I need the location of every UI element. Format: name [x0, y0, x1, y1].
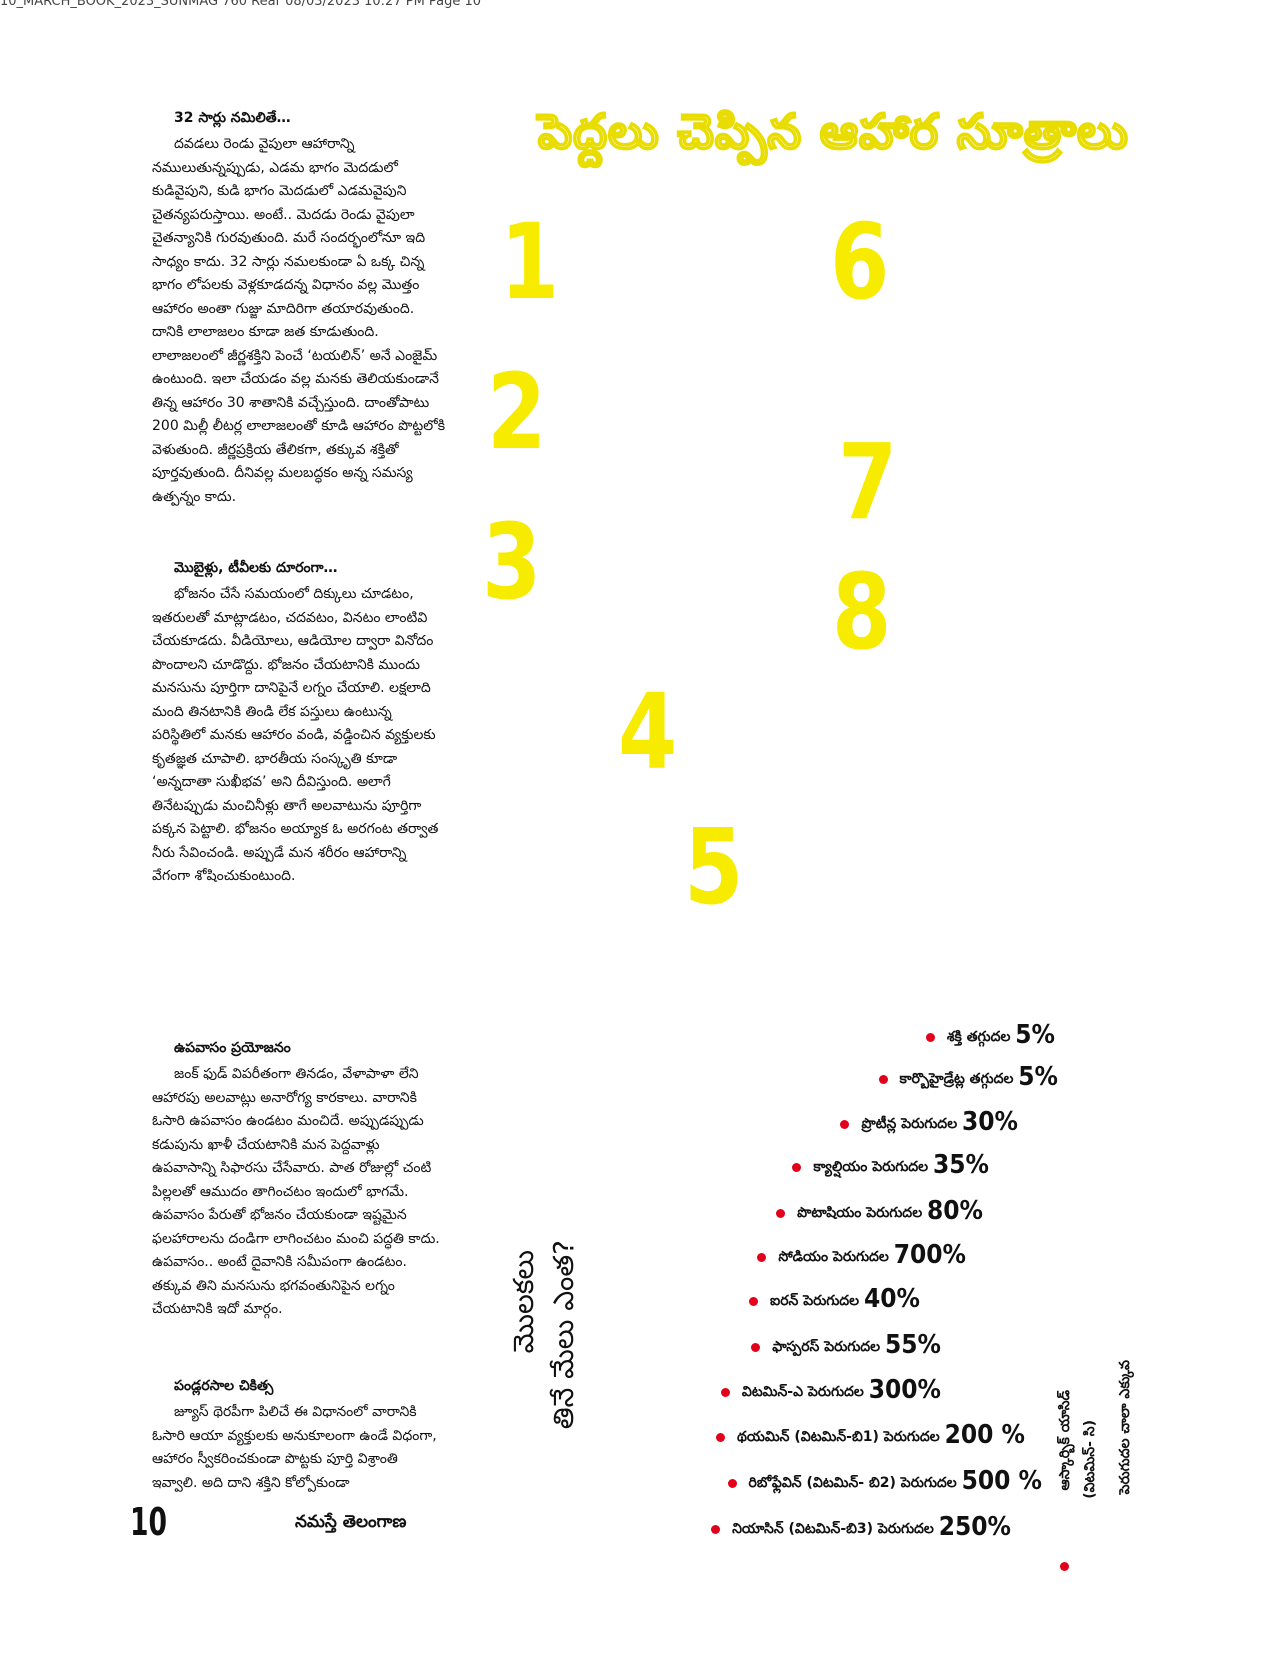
stat-value: 700% [893, 1240, 966, 1270]
stat-label: క్యాల్షియం పెరుగుదల [813, 1159, 929, 1175]
section-body: జ్యూస్ థెరపీగా పిలిచే ఈ విధానంలో వారానిక… [152, 1401, 447, 1495]
bullet-icon [840, 1119, 850, 1129]
section-body: దవడలు రెండు వైపులా ఆహారాన్ని నములుతున్నప… [152, 133, 447, 509]
section-heading: పండ్లరసాల చికిత్స [174, 1378, 274, 1394]
stat-label: కార్బొహైడ్రేట్ల తగ్గుదల [899, 1071, 1014, 1087]
stat-label: విటమిన్-ఎ పెరుగుదల [741, 1384, 864, 1400]
number-6: 6 [830, 201, 890, 323]
bullet-icon [1060, 1562, 1069, 1571]
stat-label: ఐరన్ పెరుగుదల [770, 1293, 860, 1309]
number-1: 1 [500, 201, 560, 323]
bullet-icon [711, 1524, 721, 1534]
bullet-icon [749, 1296, 759, 1306]
bullet-icon [776, 1208, 786, 1218]
section-body-text: జంక్ ఫుడ్ విపరీతంగా తినడం, వేళాపాళా లేని… [152, 1066, 440, 1317]
stat-value: 5% [1018, 1062, 1058, 1092]
stat-label: పొటాషియం పెరుగుదల [797, 1205, 923, 1221]
vertical-title-line-1: మొలకలు [507, 1250, 540, 1354]
stat-value: 55% [885, 1330, 941, 1360]
bullet-icon [878, 1074, 888, 1084]
stat-row: కార్బొహైడ్రేట్ల తగ్గుదల 5% [878, 1062, 1058, 1092]
bullet-icon [715, 1432, 725, 1442]
stat-label: థయమిన్ (విటమిన్-బి1) పెరుగుదల [736, 1429, 940, 1445]
stat-row: ఐరన్ పెరుగుదల 40% [749, 1284, 920, 1314]
stat-value: 250% [938, 1512, 1011, 1542]
bullet-icon [925, 1032, 935, 1042]
stat-row: రిబోఫ్లేవిన్ (విటమిన్- బి2) పెరుగుదల 500… [727, 1466, 1042, 1496]
stat-row: క్యాల్షియం పెరుగుదల 35% [792, 1150, 989, 1180]
stat-value: 30% [962, 1107, 1018, 1137]
stat-value: 300% [868, 1375, 941, 1405]
stat-row: థయమిన్ (విటమిన్-బి1) పెరుగుదల 200 % [715, 1420, 1025, 1450]
page-number: 10 [130, 1500, 168, 1544]
section-heading: 32 సార్లు నమిలితే… [174, 110, 291, 126]
print-slug: 10_MARCH_BOOK_2023_SUNMAG 760 Rear 08/03… [0, 0, 482, 9]
bullet-icon [720, 1387, 730, 1397]
stat-row: ప్రొటీన్ల పెరుగుదల 30% [840, 1107, 1018, 1137]
stat-label: ప్రొటీన్ల పెరుగుదల [861, 1116, 958, 1132]
number-2: 2 [487, 351, 547, 473]
stat-value: 500 % [961, 1466, 1042, 1496]
stat-label: ఫాస్పరస్ పెరుగుదల [772, 1339, 881, 1355]
bullet-icon [727, 1478, 737, 1488]
stat-label: సోడియం పెరుగుదల [778, 1249, 889, 1265]
section-body: జంక్ ఫుడ్ విపరీతంగా తినడం, వేళాపాళా లేని… [152, 1063, 447, 1322]
section-heading: మొబైళ్లు, టీవీలకు దూరంగా… [174, 560, 338, 576]
bullet-icon [751, 1342, 761, 1352]
number-4: 4 [618, 671, 678, 793]
vertical-note-2: (విటమిన్- సి) [1082, 1420, 1098, 1499]
stat-value: 80% [927, 1196, 983, 1226]
bullet-icon [792, 1162, 802, 1172]
section-screens: మొబైళ్లు, టీవీలకు దూరంగా… భోజనం చేసే సమయ… [152, 560, 447, 889]
number-5: 5 [684, 806, 744, 928]
section-body-text: దవడలు రెండు వైపులా ఆహారాన్ని నములుతున్నప… [152, 136, 446, 505]
stat-row: విటమిన్-ఎ పెరుగుదల 300% [720, 1375, 941, 1405]
section-heading: ఉపవాసం ప్రయోజనం [174, 1040, 291, 1056]
vertical-note-1: ఆస్కార్బిక్ యాసిడ్ [1057, 1390, 1073, 1491]
page-title: పెద్దలు చెప్పిన ఆహార సూత్రాలు [537, 103, 1129, 161]
section-chewing: 32 సార్లు నమిలితే… దవడలు రెండు వైపులా ఆహ… [152, 110, 447, 509]
stat-label: రిబోఫ్లేవిన్ (విటమిన్- బి2) పెరుగుదల [748, 1475, 957, 1491]
section-body-text: జ్యూస్ థెరపీగా పిలిచే ఈ విధానంలో వారానిక… [152, 1404, 437, 1491]
number-3: 3 [482, 501, 542, 623]
publication-brand: నమస్తే తెలంగాణ [295, 1512, 407, 1532]
stat-value: 40% [864, 1284, 920, 1314]
stat-label: నియాసిన్ (విటమిన్-బి3) పెరుగుదల [732, 1521, 934, 1537]
section-body: భోజనం చేసే సమయంలో దిక్కులు చూడటం, ఇతరులత… [152, 583, 442, 889]
stat-value: 5% [1015, 1020, 1055, 1050]
number-8: 8 [832, 551, 892, 673]
stat-value: 200 % [944, 1420, 1025, 1450]
vertical-title-line-2: తినే మేలు ఎంత? [547, 1240, 580, 1430]
number-7: 7 [838, 421, 898, 543]
stat-row: ఫాస్పరస్ పెరుగుదల 55% [751, 1330, 941, 1360]
section-juice: పండ్లరసాల చికిత్స జ్యూస్ థెరపీగా పిలిచే … [152, 1378, 447, 1495]
stat-label: శక్తి తగ్గుదల [946, 1029, 1011, 1045]
stat-row: సోడియం పెరుగుదల 700% [757, 1240, 966, 1270]
stat-row: శక్తి తగ్గుదల 5% [925, 1020, 1055, 1050]
stat-row: నియాసిన్ (విటమిన్-బి3) పెరుగుదల 250% [711, 1512, 1011, 1542]
stat-row: పొటాషియం పెరుగుదల 80% [776, 1196, 983, 1226]
section-fasting: ఉపవాసం ప్రయోజనం జంక్ ఫుడ్ విపరీతంగా తినడ… [152, 1040, 447, 1322]
section-body-text: భోజనం చేసే సమయంలో దిక్కులు చూడటం, ఇతరులత… [152, 586, 439, 884]
bullet-icon [757, 1252, 767, 1262]
stat-value: 35% [933, 1150, 989, 1180]
vertical-note-3: పెరుగుదల చాలా ఎక్కువ [1117, 1360, 1133, 1495]
